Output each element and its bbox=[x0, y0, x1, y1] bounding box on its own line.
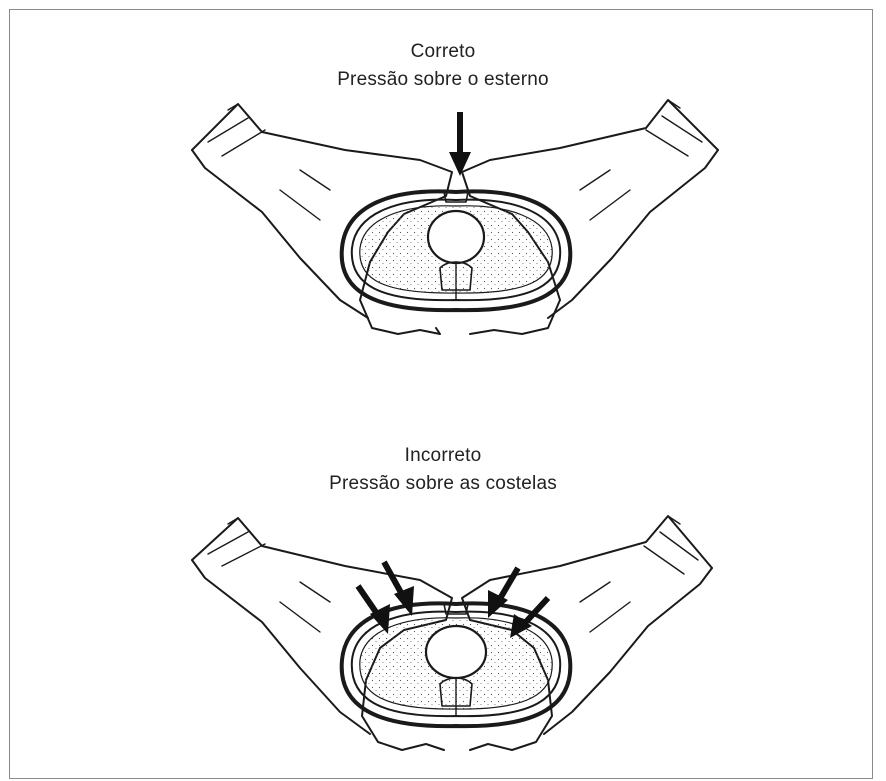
arrow-down-right-inner-icon bbox=[488, 568, 518, 618]
arrow-down-icon bbox=[449, 112, 471, 176]
correct-illustration bbox=[192, 100, 718, 334]
chest-cross-section-bottom bbox=[342, 603, 571, 726]
chest-cross-section-top bbox=[342, 191, 571, 310]
incorrect-illustration bbox=[192, 516, 712, 750]
